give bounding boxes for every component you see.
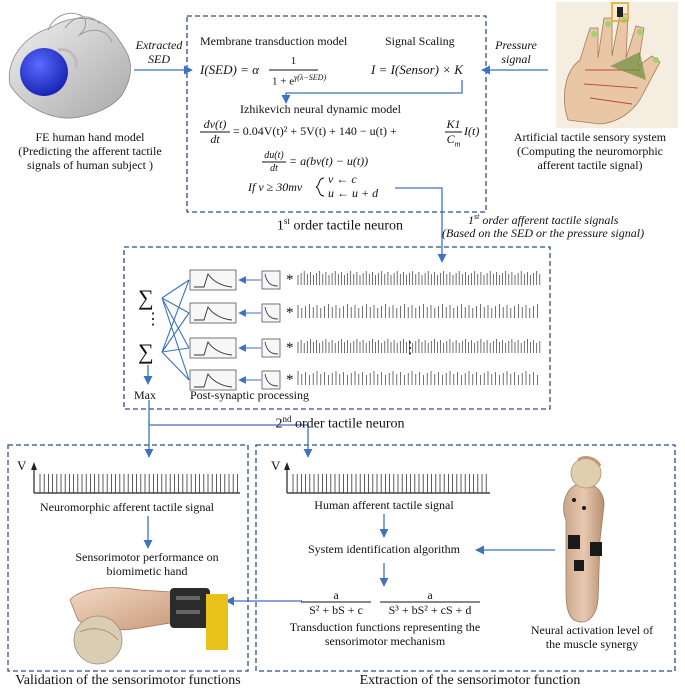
arrow-neuron2-split [148, 400, 150, 425]
neuromorphic-signal-label: Neuromorphic afferent tactile signal [39, 500, 215, 514]
sensory-caption: Artificial tactile sensory system (Compu… [513, 130, 667, 172]
neuron1-frame [186, 15, 487, 213]
eq-if-condition: If v ≥ 30mv [248, 180, 303, 194]
sum-link-bottom-1 [161, 279, 190, 353]
kernel-curve-3 [264, 341, 279, 355]
sum-symbol-bottom: ∑ [138, 339, 154, 364]
scaling-title: Signal Scaling [385, 34, 455, 48]
eq-k-tail: I(t) [464, 124, 480, 138]
sum-link-bottom-3 [161, 347, 190, 353]
eq-reset-u: u ← u + d [328, 186, 379, 200]
arrow-neuron1-to-neuron2 [395, 187, 447, 263]
spike-trains [297, 271, 541, 385]
conv-star-4: * [286, 372, 294, 388]
conv-star-1: * [286, 272, 294, 288]
kernel-box-4 [261, 370, 281, 390]
validation-frame [7, 444, 249, 672]
post-synaptic-label: Post-synaptic processing [190, 388, 309, 402]
first-order-signals-sublabel: (Based on the SED or the pressure signal… [442, 226, 645, 240]
sum-link-top-4 [161, 297, 190, 381]
kernel-curve-2 [264, 306, 279, 320]
connector-arrows [134, 65, 555, 606]
eq-dv-num: dv(t) [203, 117, 227, 131]
tf2-numerator: a [427, 588, 433, 602]
biomimetic-hand-image [69, 587, 228, 665]
neuron2-frame [123, 246, 551, 410]
first-order-signals-label: 1st order afferent tactile signals [468, 212, 619, 227]
extraction-axis-v: V [271, 458, 281, 473]
extracted-sed-label: Extracted SED [135, 38, 183, 66]
conv-star-3: * [286, 340, 294, 356]
spike-dots: ⋮ [402, 340, 418, 357]
eq-k-den: Cm [446, 132, 461, 149]
eq-membrane-lhs: I(SED) = α [200, 62, 259, 77]
transduction-caption: Transduction functions representing the … [289, 620, 481, 648]
kernel-box-1 [261, 270, 281, 290]
kernel-box-2 [261, 303, 281, 323]
extraction-caption: Extraction of the sensorimotor function [359, 673, 581, 688]
sum-link-bottom-2 [161, 312, 190, 353]
psp-curve-1 [194, 272, 233, 288]
validation-spike-plot [31, 462, 240, 494]
sum-symbol-top: ∑ [138, 285, 154, 310]
eq-scaling: I = I(Sensor) × K [371, 62, 463, 77]
kernel-box-3 [261, 338, 281, 358]
eq-dv-rhs: = 0.04V(t)² + 5V(t) + 140 − u(t) + [233, 124, 397, 138]
eq-du-den: dt [270, 163, 278, 174]
validation-axis-v: V [17, 458, 27, 473]
algorithm-label: System identification algorithm [308, 542, 460, 556]
sum-dots: ⋮ [145, 311, 161, 328]
neuron2-caption: 2nd order tactile neuron [275, 414, 405, 432]
sum-link-top-1 [161, 279, 190, 299]
reset-brace [315, 177, 325, 197]
human-signal-label: Human afferent tactile signal [314, 498, 454, 512]
sum-link-bottom-4 [161, 351, 190, 381]
eq-du-rhs: = a(bv(t) − u(t)) [289, 154, 369, 168]
sensorimotor-performance-label: Sensorimotor performance on biomimetic h… [75, 550, 219, 578]
eq-dv-den: dt [210, 132, 220, 146]
eq-du-num: du(t) [264, 150, 284, 161]
sum-link-top-2 [161, 297, 190, 314]
fe-hand-caption: FE human hand model (Predicting the affe… [18, 130, 162, 172]
eq-k-num: K1 [446, 117, 461, 131]
psp-curve-2 [194, 305, 233, 321]
membrane-title: Membrane transduction model [200, 34, 348, 48]
arrow-scaling-to-izhikevich [281, 80, 463, 104]
fraction-bars [200, 69, 480, 603]
eq-reset-v: v ← c [328, 172, 357, 186]
extraction-spike-plot [284, 462, 490, 494]
conv-star-2: * [286, 305, 294, 321]
tf1-denominator: S² + bS + c [309, 603, 363, 617]
kernel-curve-4 [264, 373, 279, 387]
tf1-numerator: a [333, 588, 339, 602]
eq-membrane-num: 1 [290, 55, 297, 67]
max-label: Max [134, 388, 156, 402]
neural-activation-label: Neural activation level of the muscle sy… [530, 623, 654, 651]
tf2-denominator: S³ + bS² + cS + d [388, 603, 472, 617]
validation-caption: Validation of the sensorimotor functions [15, 673, 241, 688]
post-synaptic-network [161, 269, 281, 391]
arm-emg-image [563, 456, 605, 623]
psp-curve-4 [194, 372, 233, 388]
izhikevich-title: Izhikevich neural dynamic model [240, 102, 401, 116]
kernel-curve-1 [264, 273, 279, 287]
fe-hand-model-image [8, 12, 131, 119]
sum-link-top-3 [161, 297, 190, 349]
artificial-sensory-hand-image [556, 2, 678, 128]
pressure-signal-label: Pressure signal [495, 38, 537, 66]
eq-membrane-den: 1 + eγ(λ−SED) [272, 73, 327, 88]
neuron1-caption: 1st order tactile neuron [276, 216, 404, 234]
psp-curve-3 [194, 340, 233, 356]
extraction-frame [255, 444, 676, 672]
